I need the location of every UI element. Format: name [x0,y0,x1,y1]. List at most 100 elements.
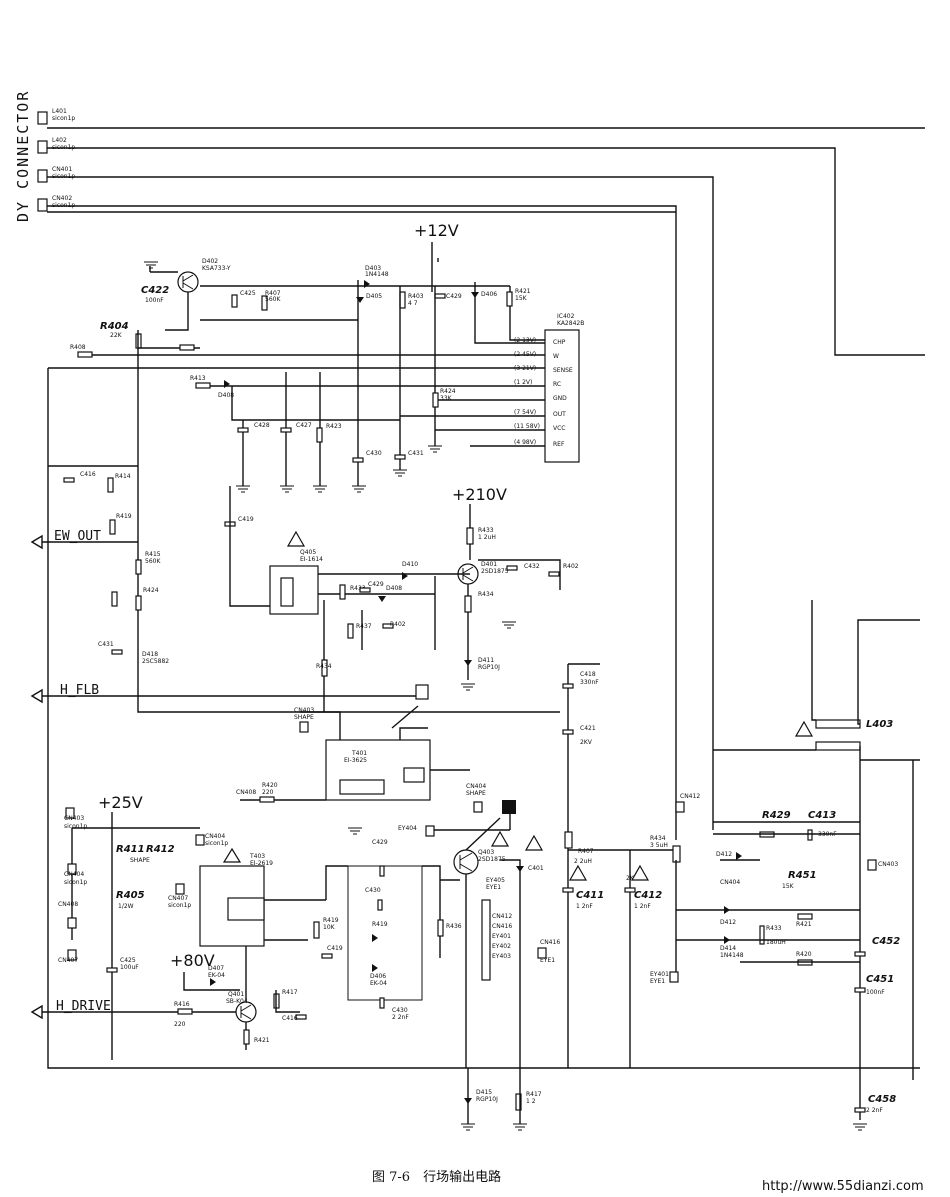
label-cn412: CN407 [58,957,78,964]
value-q401: KSA733-Y [202,265,231,272]
transformer-t402: T401 EI-3625 [325,739,431,801]
value-c416: 330nF [580,679,599,686]
label-c401b: C416 [282,1015,298,1022]
ic-net-ref: (4 98V) [514,439,536,446]
value-ey401: SHAPE [294,714,314,721]
value-ey407: EYE1 [650,978,665,985]
label-r411: R411 [116,844,145,855]
value-c451: 100nF [866,989,885,996]
label-ey401: CN403 [294,707,314,714]
ic-pin-vcc: VCC [553,425,565,432]
label-r420: R420 [262,782,278,789]
label-c401: C416 [80,471,96,478]
value-ic402: KA2842B [557,320,584,327]
watermark: http://www.55dianzi.com [762,1179,924,1194]
rail-12v: +12V [414,221,459,240]
value-r433: 33K [440,395,453,402]
value-r403: 560K [265,296,281,303]
label-d415: D418 [142,651,158,658]
value-ey406: EYE1 [540,957,555,964]
label-r421: R421 [254,1037,270,1044]
label-c452: C452 [872,936,900,947]
label-c429b: C430 [392,1007,408,1014]
value-d401: 1N4148 [365,271,389,278]
value-r404: 22K [110,332,123,339]
label-r417: R419 [116,513,132,520]
label-c411: C411 [576,890,604,901]
value-cn406: sicon1p [205,840,228,847]
ic-pin-sense: SENSE [553,367,573,374]
value-r412: SHAPE [130,857,150,864]
value-l402b: 3 5uH [650,842,668,849]
value-r451: 15K [782,883,795,890]
ic-pin-rc: RC [553,381,561,388]
label-d414: D415 [476,1089,492,1096]
value-sicon-1: sicon1p [52,115,75,122]
label-r419: R419 [323,917,339,924]
label-q405: Q403 [478,849,494,856]
label-r407: R413 [190,375,206,382]
ic-net-chp: (2 13V) [514,337,536,344]
signal-h-flb: H_FLB [60,683,99,698]
label-c428b: C429 [368,581,384,588]
label-c427: C428 [254,422,270,429]
value-c429b: 2 2nF [392,1014,409,1021]
label-c425: C427 [296,422,312,429]
label-l401: R433 [478,527,494,534]
label-ey409: EY403 [492,953,511,960]
label-ey403: EY401 [492,933,511,940]
label-cn411: CN403 [878,861,898,868]
label-d405: D407 [208,965,224,972]
label-r436: R434 [478,591,494,598]
label-d411: D412 [720,919,736,926]
label-ey401b: CN412 [492,913,512,920]
label-t401: T403 [249,853,265,860]
label-d403: D406 [481,291,497,298]
label-d418: C401 [528,865,544,872]
label-d413: D412 [716,851,732,858]
label-l402: R434 [316,663,332,670]
label-c431: R402 [563,563,579,570]
label-c418b: C419 [327,945,343,952]
rail-80v: +80V [170,951,215,970]
label-cn405: CN407 [168,895,188,902]
value-r425: 1 2 [526,1098,536,1105]
label-r451: R451 [788,870,817,881]
value-r402: 4 7 [408,300,418,307]
label-cn418: CN408 [58,901,78,908]
signal-h-drive: H_DRIVE [56,999,111,1014]
label-r403: R407 [265,290,281,297]
value-t402: EI-3625 [344,757,367,764]
label-ey411: EY404 [398,825,417,832]
label-cn403: CN401 [52,166,72,173]
value-r420: 220 [262,789,274,796]
value-r423: 15K [515,295,528,302]
label-t403: Q405 [300,549,316,556]
value-d405: EK-04 [208,972,225,979]
label-ey405: CN412 [680,793,700,800]
label-r401: R407 [578,848,594,855]
label-d403b: D406 [370,973,386,980]
label-r434: R433 [350,585,366,592]
label-c412: C412 [634,890,662,901]
value-ey415: EYE1 [486,884,501,891]
label-ey415: EY405 [486,877,505,884]
value-q403: 2SD1875 [481,568,509,575]
label-c422: C422 [141,285,169,296]
value-d410: RGP10J [478,664,500,671]
transistor-q401: D402 KSA733-Y [177,258,231,293]
label-cn407: CN403 [64,815,84,822]
value-c422b: 100uF [120,964,139,971]
label-r405: R405 [116,890,145,901]
label-cn406: CN404 [205,833,225,840]
label-r413: R414 [115,473,131,480]
label-c428c: C429 [372,839,388,846]
dy-wires [47,127,925,840]
transistor-q404: Q401 SB-K04 [226,991,257,1023]
label-r429: R429 [762,810,791,821]
label-q401: D402 [202,258,218,265]
label-r415: R416 [174,1001,190,1008]
label-r422: R420 [796,951,812,958]
label-l402b: R434 [650,835,666,842]
label-ey407: EY401 [650,971,669,978]
